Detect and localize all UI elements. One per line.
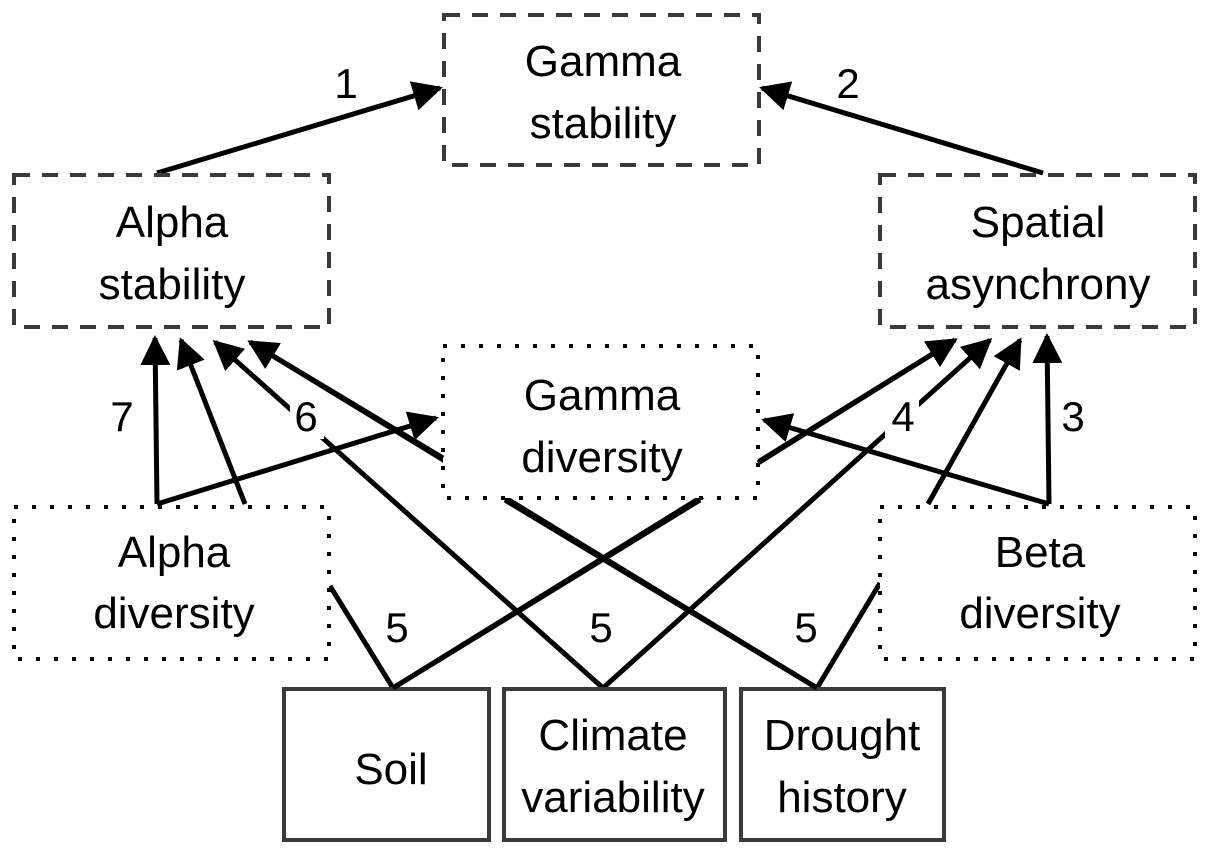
node-beta-diversity: Beta diversity	[878, 505, 1197, 661]
node-soil: Soil	[282, 687, 491, 842]
edge-gamma-diversity-to-alpha-stability-stub	[247, 339, 445, 461]
edge-label-7: 7	[110, 393, 133, 440]
node-soil-line1: Soil	[354, 745, 427, 794]
edge-soil-to-alpha-diversity	[327, 584, 396, 690]
edge-label-1: 1	[334, 60, 357, 107]
edge-climate-variability-to-spatial-asynchrony	[601, 337, 993, 690]
node-gamma-diversity-line1: Gamma	[524, 371, 681, 420]
edge-alpha-stability-to-gamma-stability	[156, 81, 443, 176]
edge-alpha-diversity-to-alpha-stability-vertical	[140, 335, 171, 505]
edge-climate-variability-to-alpha-stability	[212, 340, 605, 690]
edge-label-2: 2	[836, 60, 859, 107]
edge-beta-diversity-to-gamma-diversity	[761, 413, 1050, 507]
node-alpha-stability-line2: stability	[99, 260, 246, 309]
node-alpha-diversity-line2: diversity	[93, 589, 254, 638]
edge-drought-under-gamma-bottom	[503, 497, 819, 691]
node-climate-variability-line1: Climate	[538, 711, 687, 760]
edge-alpha-diversity-to-alpha-stability-diagonal	[176, 337, 248, 505]
node-beta-diversity-line1: Beta	[995, 528, 1086, 577]
node-drought-history-line2: history	[777, 773, 907, 822]
node-spatial-asynchrony: Spatial asynchrony	[878, 173, 1197, 329]
edge-label-5-drought: 5	[794, 604, 817, 651]
node-gamma-diversity-line2: diversity	[521, 433, 682, 482]
edge-spatial-asynchrony-to-gamma-stability	[759, 81, 1044, 176]
edge-label-5-soil: 5	[385, 604, 408, 651]
node-alpha-stability-line1: Alpha	[116, 198, 229, 247]
edge-stubs	[247, 337, 958, 691]
edge-drought-history-to-beta-diversity	[814, 581, 883, 690]
node-drought-history-line1: Drought	[764, 711, 921, 760]
edge-alpha-diversity-to-gamma-diversity	[156, 411, 439, 507]
node-alpha-diversity: Alpha diversity	[12, 505, 331, 661]
edge-label-4: 4	[891, 393, 914, 440]
node-gamma-diversity: Gamma diversity	[441, 344, 760, 500]
edge-beta-diversity-to-spatial-asynchrony-vertical	[1032, 333, 1063, 505]
node-gamma-stability-line2: stability	[530, 99, 677, 148]
edge-beta-diversity-to-spatial-asynchrony-diagonal	[925, 337, 1023, 506]
node-drought-history: Drought history	[739, 687, 946, 842]
edge-soil-under-gamma-bottom	[391, 497, 702, 691]
node-alpha-stability: Alpha stability	[12, 173, 331, 329]
node-spatial-asynchrony-line1: Spatial	[971, 198, 1106, 247]
node-alpha-diversity-line1: Alpha	[118, 528, 231, 577]
node-climate-variability-line2: variability	[521, 773, 704, 822]
edge-label-5-climate: 5	[589, 604, 612, 651]
edge-label-6: 6	[294, 393, 317, 440]
node-beta-diversity-line2: diversity	[959, 589, 1120, 638]
node-gamma-stability-line1: Gamma	[525, 37, 682, 86]
node-climate-variability: Climate variability	[502, 687, 727, 842]
node-gamma-stability: Gamma stability	[442, 13, 761, 167]
node-spatial-asynchrony-line2: asynchrony	[925, 260, 1150, 309]
edge-labels: 1 2 3 4 5 5 5 6 7	[110, 60, 1084, 651]
edge-gamma-diversity-to-spatial-asynchrony-stub	[756, 337, 958, 466]
edge-label-3: 3	[1061, 393, 1084, 440]
